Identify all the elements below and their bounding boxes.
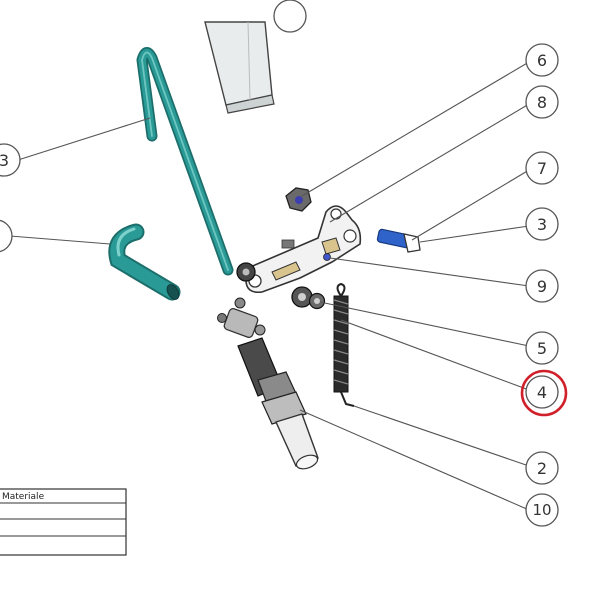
nut-part (285, 187, 312, 212)
long-teal-tube-part (136, 47, 234, 276)
callout-5: 5 (525, 331, 559, 365)
svg-text:10: 10 (532, 501, 551, 519)
svg-text:4: 4 (537, 383, 547, 402)
callout-2-right: 2 (525, 451, 559, 485)
callout-7: 7 (525, 151, 559, 185)
left-washer-part (236, 262, 256, 282)
parts-table-header: Materiale (2, 492, 45, 502)
valve-fitting-part (217, 297, 266, 338)
tension-spring-part (333, 282, 355, 407)
callout-circle-partial-top (273, 0, 307, 33)
svg-text:8: 8 (537, 93, 547, 112)
callout-3-left: 3 (0, 143, 21, 177)
svg-text:2: 2 (0, 227, 1, 246)
callout-4: 4 (525, 375, 559, 409)
callout-3-right: 3 (525, 207, 559, 241)
svg-text:7: 7 (537, 159, 547, 178)
svg-text:9: 9 (537, 277, 547, 296)
linkage-plate-part (245, 205, 362, 294)
square-post-part (204, 21, 275, 114)
callout-8: 8 (525, 85, 559, 119)
cylinder-actuator-part (237, 337, 319, 470)
callout-10: 10 (525, 493, 559, 527)
leader-lines (9, 61, 530, 511)
callout-6: 6 (525, 43, 559, 77)
washers-pair-part (291, 286, 326, 310)
highlight-ring (520, 369, 568, 417)
svg-text:3: 3 (0, 151, 9, 170)
parts-table: Materiale (0, 488, 127, 556)
bent-teal-hose-part (108, 223, 181, 301)
blue-bolt-part (376, 228, 421, 253)
svg-text:5: 5 (537, 339, 547, 358)
callout-9: 9 (525, 269, 559, 303)
callout-2-left: 2 (0, 219, 13, 253)
svg-text:6: 6 (537, 51, 547, 70)
svg-text:3: 3 (537, 215, 547, 234)
svg-text:2: 2 (537, 459, 547, 478)
